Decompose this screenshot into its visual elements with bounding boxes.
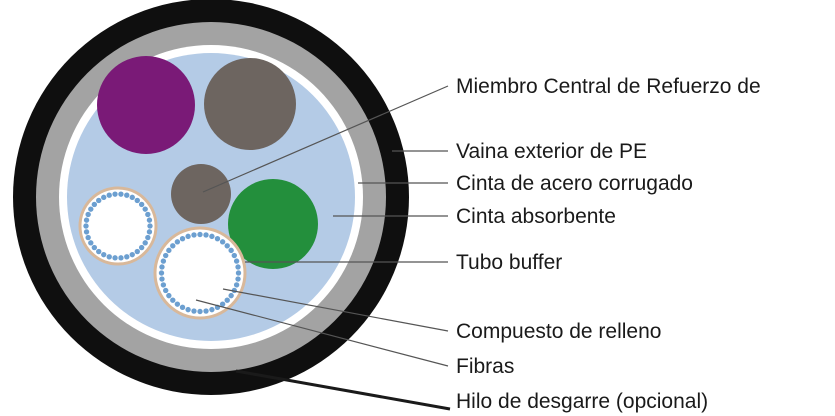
fiber-dot (144, 234, 152, 241)
fiber-dot (82, 222, 90, 230)
fiber-dot (179, 235, 186, 242)
fiber-dot (105, 191, 113, 199)
fiber-dot (100, 194, 108, 201)
fiber-dot (235, 269, 242, 277)
fiber-dot (158, 275, 166, 283)
fiber-dot (105, 253, 113, 261)
fiber-dot (87, 205, 95, 213)
fiber-dot (111, 190, 119, 198)
label-central-strength-member: Miembro Central de Refuerzo de (456, 75, 761, 98)
fiber-dot (223, 296, 231, 304)
fiber-dot (117, 254, 125, 262)
leader-line-fibers (195, 299, 449, 367)
fiber-dot (146, 216, 153, 224)
fiber-dot (165, 292, 173, 299)
fiber-dot (208, 233, 216, 240)
fiber-dot (146, 228, 153, 236)
green-filler-rod (228, 179, 318, 269)
fiber-dot (95, 197, 103, 204)
fiber-dot (233, 281, 240, 289)
fiber-dot (234, 275, 242, 283)
fiber-dot (223, 242, 231, 250)
fiber-dot (234, 263, 242, 271)
fiber-dot (233, 257, 240, 265)
fiber-dot (138, 201, 145, 208)
fiber-dot (190, 307, 198, 315)
leader-line-central-strength-member (202, 85, 449, 193)
label-fibers: Fibras (456, 355, 514, 378)
fiber-dot (162, 252, 169, 259)
label-absorbent-tape: Cinta absorbente (456, 205, 616, 228)
fiber-dot (231, 252, 238, 259)
fiber-dot (87, 239, 95, 247)
fiber-dot (128, 251, 136, 258)
fiber-dot (100, 251, 108, 258)
fiber-dot (184, 233, 192, 240)
fiber-dot (190, 231, 198, 239)
fiber-dot (133, 197, 141, 204)
fiber-dot (214, 235, 221, 242)
fiber-dot (174, 300, 181, 308)
label-corrugated-steel-tape: Cinta de acero corrugado (456, 172, 693, 195)
fiber-dot (196, 231, 204, 238)
buffer-tube-left (78, 186, 158, 266)
fiber-dot (83, 216, 90, 224)
central-strength-member-core (171, 164, 231, 224)
fiber-dot (158, 263, 166, 271)
fiber-dot (128, 194, 136, 201)
fiber-dot (84, 234, 92, 241)
brown-filler-rod (204, 58, 296, 150)
fiber-dot (160, 257, 167, 265)
fiber-dot (84, 211, 92, 218)
fiber-dot (160, 281, 167, 289)
fibers-ring-right (158, 231, 242, 315)
label-pe-outer-sheath: Vaina exterior de PE (456, 140, 647, 163)
fiber-dot (196, 308, 204, 315)
leader-line-filling-compound (222, 288, 449, 332)
fiber-dot (123, 253, 131, 261)
fiber-dot (165, 247, 173, 254)
label-filling-compound: Compuesto de relleno (456, 320, 661, 343)
fiber-dot (95, 248, 103, 255)
fiber-dot (219, 238, 226, 246)
fiber-dot (174, 238, 181, 246)
fiber-dot (184, 306, 192, 313)
fiber-dot (146, 222, 154, 230)
fiber-dot (202, 307, 210, 315)
fiber-dot (141, 239, 149, 247)
buffer-tube-right (153, 226, 247, 320)
fiber-dot (208, 306, 216, 313)
fiber-dot (138, 244, 145, 251)
fibers-ring-left (82, 190, 154, 262)
fiber-dot (202, 231, 210, 239)
fiber-dot (169, 296, 177, 304)
label-ripcord: Hilo de desgarre (opcional) (456, 390, 708, 413)
purple-filler-rod (97, 56, 195, 154)
fiber-dot (141, 205, 149, 213)
fiber-dot (91, 244, 98, 251)
fiber-dot (162, 287, 169, 294)
fiber-dot (158, 269, 165, 277)
fiber-dot (144, 211, 152, 218)
fiber-dot (169, 242, 177, 250)
fiber-dot (111, 254, 119, 262)
leader-lines (195, 85, 449, 367)
fiber-dot (179, 303, 186, 311)
fiber-dot (123, 191, 131, 199)
fiber-dot (117, 190, 125, 198)
fiber-dot (227, 247, 235, 254)
label-buffer-tube: Tubo buffer (456, 251, 562, 274)
fiber-dot (133, 248, 141, 255)
fiber-dot (91, 201, 98, 208)
fiber-dot (83, 228, 90, 236)
fiber-dot (227, 292, 235, 299)
leader-line-ripcord (235, 369, 451, 411)
